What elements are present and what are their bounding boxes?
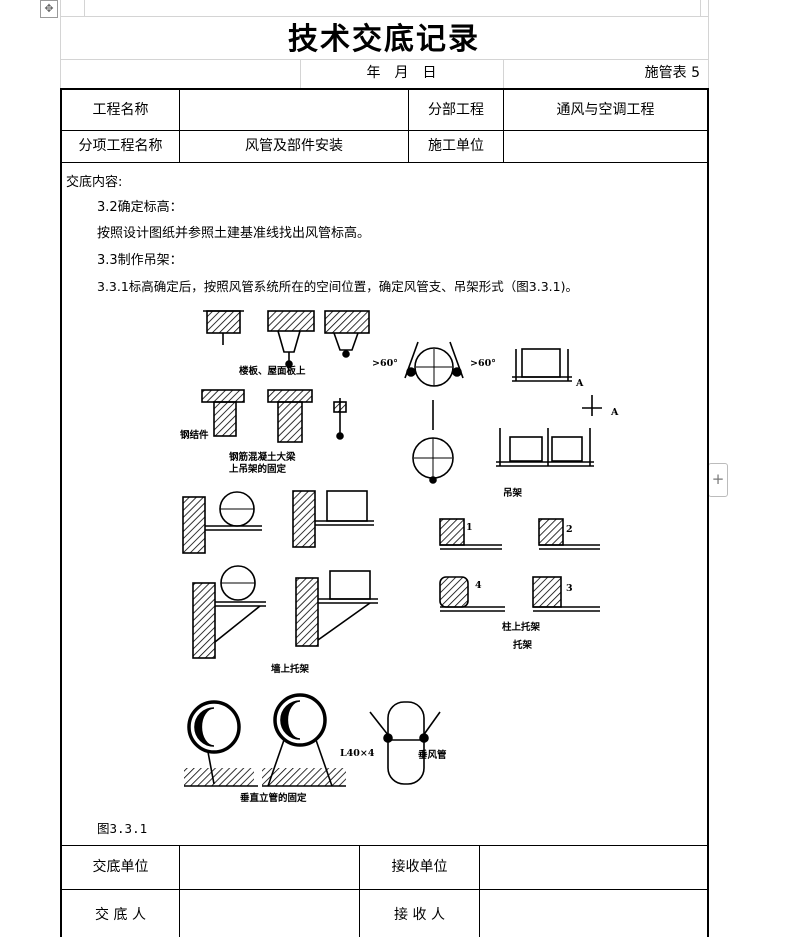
strut-bracket-drawing — [192, 565, 378, 659]
table-row-line — [60, 845, 709, 846]
label-angle-left: >60° — [372, 358, 398, 369]
column-bracket-drawing — [439, 518, 600, 612]
table-row-line — [60, 162, 709, 163]
paragraph-heading-3-3: 3.3制作吊架： — [97, 253, 183, 268]
receiver-label: 接 收 人 — [394, 907, 445, 923]
label-section-a2: A — [610, 407, 619, 418]
division-value[interactable]: 通风与空调工程 — [556, 102, 655, 118]
table-border-top — [60, 88, 709, 90]
label-rc-beam-1: 钢筋混凝土大梁 — [229, 451, 296, 463]
label-steel-member: 钢结件 — [180, 429, 209, 441]
label-wall-bracket: 墙上托架 — [271, 663, 310, 675]
label-num-4: 4 — [475, 580, 482, 591]
label-vertical-fixing: 垂直立管的固定 — [240, 792, 307, 804]
division-label: 分部工程 — [428, 102, 484, 118]
label-num-1: 1 — [466, 522, 473, 533]
duct-hanger-drawing — [512, 348, 602, 416]
double-hanger-drawing — [496, 428, 594, 467]
paragraph-hanger-form: 3.3.1标高确定后，按照风管系统所在的空间位置，确定风管支、吊架形式（图3.3… — [97, 279, 578, 294]
table-row-line — [60, 889, 709, 890]
header-grid-line — [84, 0, 85, 16]
pipe-clamp-drawing — [404, 341, 464, 387]
project-name-label: 工程名称 — [92, 102, 149, 118]
label-rc-beam-2: 上吊架的固定 — [229, 463, 287, 475]
header-grid-line — [60, 0, 61, 88]
table-col-line — [359, 845, 360, 937]
subitem-value[interactable]: 风管及部件安装 — [245, 138, 343, 154]
label-section-a1: A — [575, 378, 584, 389]
header-grid-line — [700, 0, 701, 16]
date-line: 年 月 日 — [366, 65, 437, 81]
table-row-line — [60, 130, 709, 131]
label-column-bracket-1: 柱上托架 — [502, 621, 541, 633]
table-col-line — [408, 88, 409, 163]
table-col-line — [179, 845, 180, 937]
label-angle-right: >60° — [470, 358, 496, 369]
issuing-unit-label: 交底单位 — [92, 859, 149, 875]
vertical-pipe-fixing-drawing — [184, 693, 441, 787]
beam-fixing-drawing — [201, 389, 347, 443]
suspended-pipe-drawing — [412, 400, 454, 484]
header-grid-line — [60, 59, 709, 60]
label-floor-slab: 楼板、屋面板上 — [239, 365, 306, 377]
receiving-unit-label: 接收单位 — [391, 859, 448, 875]
paragraph-elevation: 按照设计图纸并参照土建基准线找出风管标高。 — [97, 226, 371, 241]
wall-bracket-drawing — [182, 490, 374, 554]
label-angle-steel: L40×4 — [340, 748, 375, 759]
label-vertical-duct: 垂风管 — [418, 749, 447, 761]
table-move-handle-icon[interactable]: ✥ — [40, 0, 58, 18]
content-label: 交底内容: — [66, 175, 123, 190]
label-hanger: 吊架 — [503, 487, 523, 499]
header-grid-line — [60, 16, 709, 17]
label-num-2: 2 — [566, 524, 573, 535]
table-col-line — [479, 845, 480, 937]
contractor-label: 施工单位 — [428, 138, 484, 154]
figure-caption: 图3.3.1 — [97, 821, 148, 836]
paragraph-heading-3-2: 3.2确定标高： — [97, 200, 183, 215]
document-title: 技术交底记录 — [288, 22, 480, 57]
label-num-3: 3 — [566, 583, 573, 594]
header-grid-line — [300, 59, 301, 88]
table-col-line — [179, 88, 180, 163]
header-grid-line — [503, 59, 504, 88]
table-border-right — [707, 88, 709, 937]
form-code: 施管表 5 — [644, 65, 700, 81]
slab-anchor-drawing — [203, 310, 370, 368]
table-col-line — [503, 88, 504, 163]
issuer-label: 交 底 人 — [95, 907, 146, 923]
table-border-left — [60, 88, 62, 937]
subitem-label: 分项工程名称 — [78, 138, 163, 154]
header-grid-line — [708, 0, 709, 88]
label-column-bracket-2: 托架 — [513, 639, 533, 651]
